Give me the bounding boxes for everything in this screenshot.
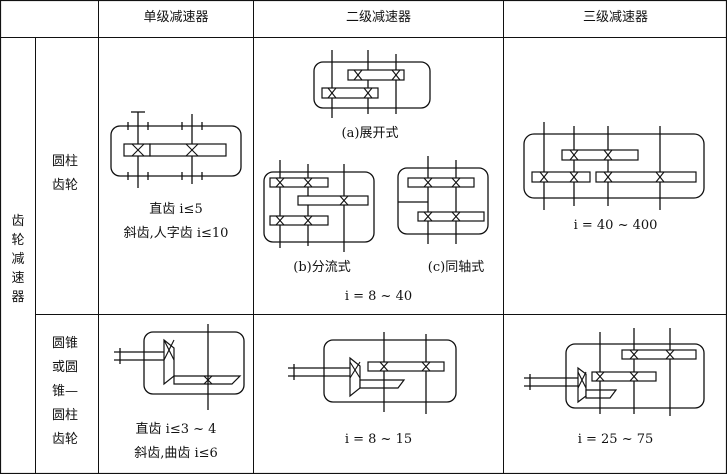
caption-b-split: (b)分流式 bbox=[293, 260, 351, 275]
two-stage-coaxial-diagram bbox=[394, 150, 494, 250]
caption-c-coaxial: (c)同轴式 bbox=[427, 260, 485, 275]
single-cylindrical-ratio-2: 斜齿,人字齿 i≤10 bbox=[123, 226, 229, 241]
two-stage-expanded-diagram bbox=[310, 48, 435, 118]
row-label-bevel: 圆锥或圆锥—圆柱齿轮 bbox=[52, 336, 79, 447]
single-bevel-diagram bbox=[110, 320, 250, 412]
single-bevel-ratio-2: 斜齿,曲齿 i≤6 bbox=[134, 446, 218, 461]
header-two-stage: 二级减速器 bbox=[345, 10, 411, 25]
two-stage-split-diagram bbox=[260, 156, 380, 252]
header-single-stage: 单级减速器 bbox=[143, 10, 209, 25]
two-stage-cylindrical-ratio: i = 8 ~ 40 bbox=[344, 289, 413, 304]
three-stage-bevel-diagram bbox=[520, 326, 710, 418]
single-cylindrical-ratio-1: 直齿 i≤5 bbox=[149, 202, 203, 217]
row-label-cylindrical: 圆柱齿轮 bbox=[52, 154, 79, 193]
three-stage-bevel-ratio: i = 25 ~ 75 bbox=[577, 432, 654, 447]
single-bevel-ratio-1: 直齿 i≤3 ~ 4 bbox=[135, 422, 217, 437]
caption-a-expanded: (a)展开式 bbox=[341, 126, 399, 141]
three-stage-cylindrical-ratio: i = 40 ~ 400 bbox=[573, 218, 658, 233]
two-stage-bevel-diagram bbox=[284, 328, 464, 416]
row-group-label: 齿轮减速器 bbox=[11, 214, 25, 305]
header-three-stage: 三级减速器 bbox=[582, 10, 648, 25]
three-stage-cylindrical-diagram bbox=[520, 120, 710, 212]
two-stage-bevel-ratio: i = 8 ~ 15 bbox=[344, 432, 413, 447]
single-cylindrical-diagram bbox=[106, 108, 246, 188]
